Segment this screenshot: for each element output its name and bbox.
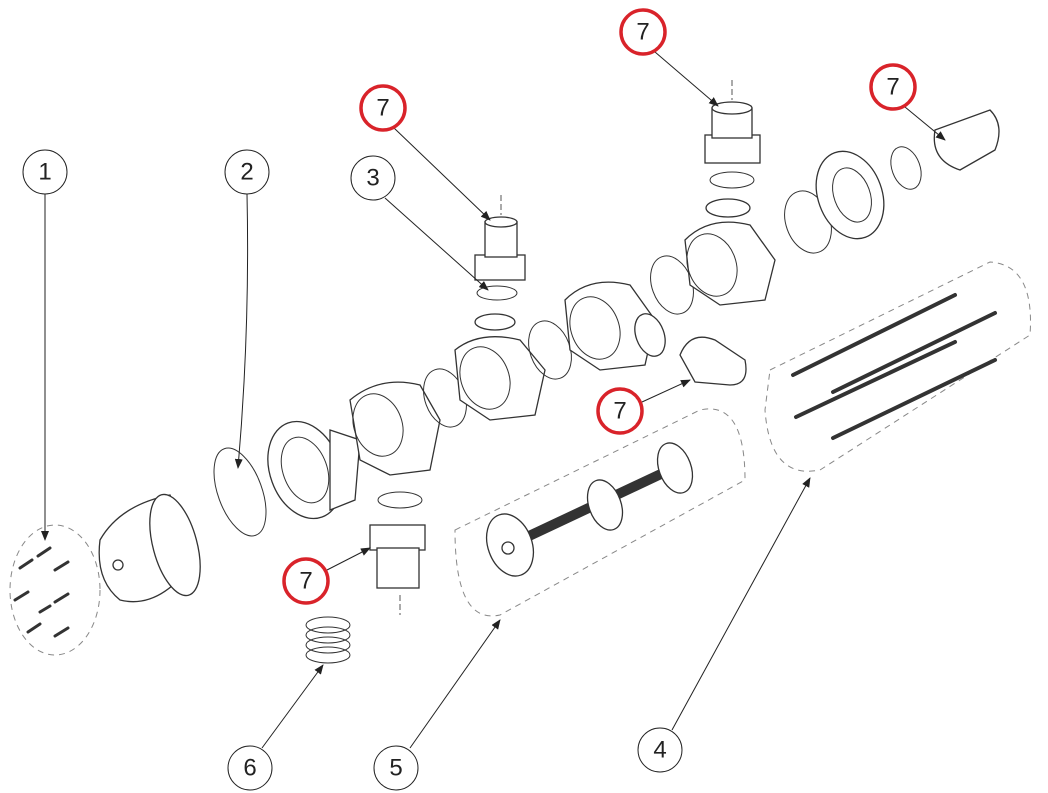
callout-label: 6 (243, 755, 256, 782)
valve-body-3 (564, 281, 666, 371)
callout-label: 1 (38, 159, 51, 186)
valve-body-1 (349, 381, 441, 476)
flange-2 (815, 150, 885, 240)
pipe-adapter (474, 216, 526, 301)
callout-6: 6 (227, 745, 273, 791)
callout-7-highlighted: 7 (869, 63, 917, 111)
pipe-adapter (369, 491, 426, 589)
flange (267, 420, 361, 520)
valve-body-2 (454, 313, 546, 421)
callout-3: 3 (350, 155, 396, 201)
callout-label: 7 (886, 74, 899, 101)
callout-7-highlighted: 7 (619, 8, 667, 56)
callout-7-highlighted: 7 (359, 84, 407, 132)
callout-4: 4 (637, 727, 683, 773)
callout-label: 7 (613, 398, 626, 425)
pipe-adapter (933, 109, 1000, 171)
spring (305, 616, 351, 664)
pipe-adapter (704, 101, 761, 189)
pipe-adapter (679, 336, 747, 386)
callout-1: 1 (22, 149, 68, 195)
callout-2: 2 (224, 149, 270, 195)
callout-label: 7 (376, 95, 389, 122)
o-ring (213, 447, 267, 537)
end-cap (98, 493, 201, 603)
o-ring (890, 146, 922, 190)
leader-lines (41, 51, 946, 749)
callout-label: 7 (299, 568, 312, 595)
callout-label: 7 (636, 19, 649, 46)
screw-group (9, 524, 101, 656)
callout-7-highlighted: 7 (282, 557, 330, 605)
callout-7-highlighted: 7 (596, 387, 644, 435)
valve-body-4 (684, 198, 776, 306)
callout-label: 3 (366, 165, 379, 192)
callout-label: 5 (389, 755, 402, 782)
callout-5: 5 (373, 745, 419, 791)
piston-shaft-group (454, 408, 746, 617)
tie-rod-group (764, 261, 1031, 472)
callout-label: 4 (653, 737, 666, 764)
callout-label: 2 (240, 159, 253, 186)
